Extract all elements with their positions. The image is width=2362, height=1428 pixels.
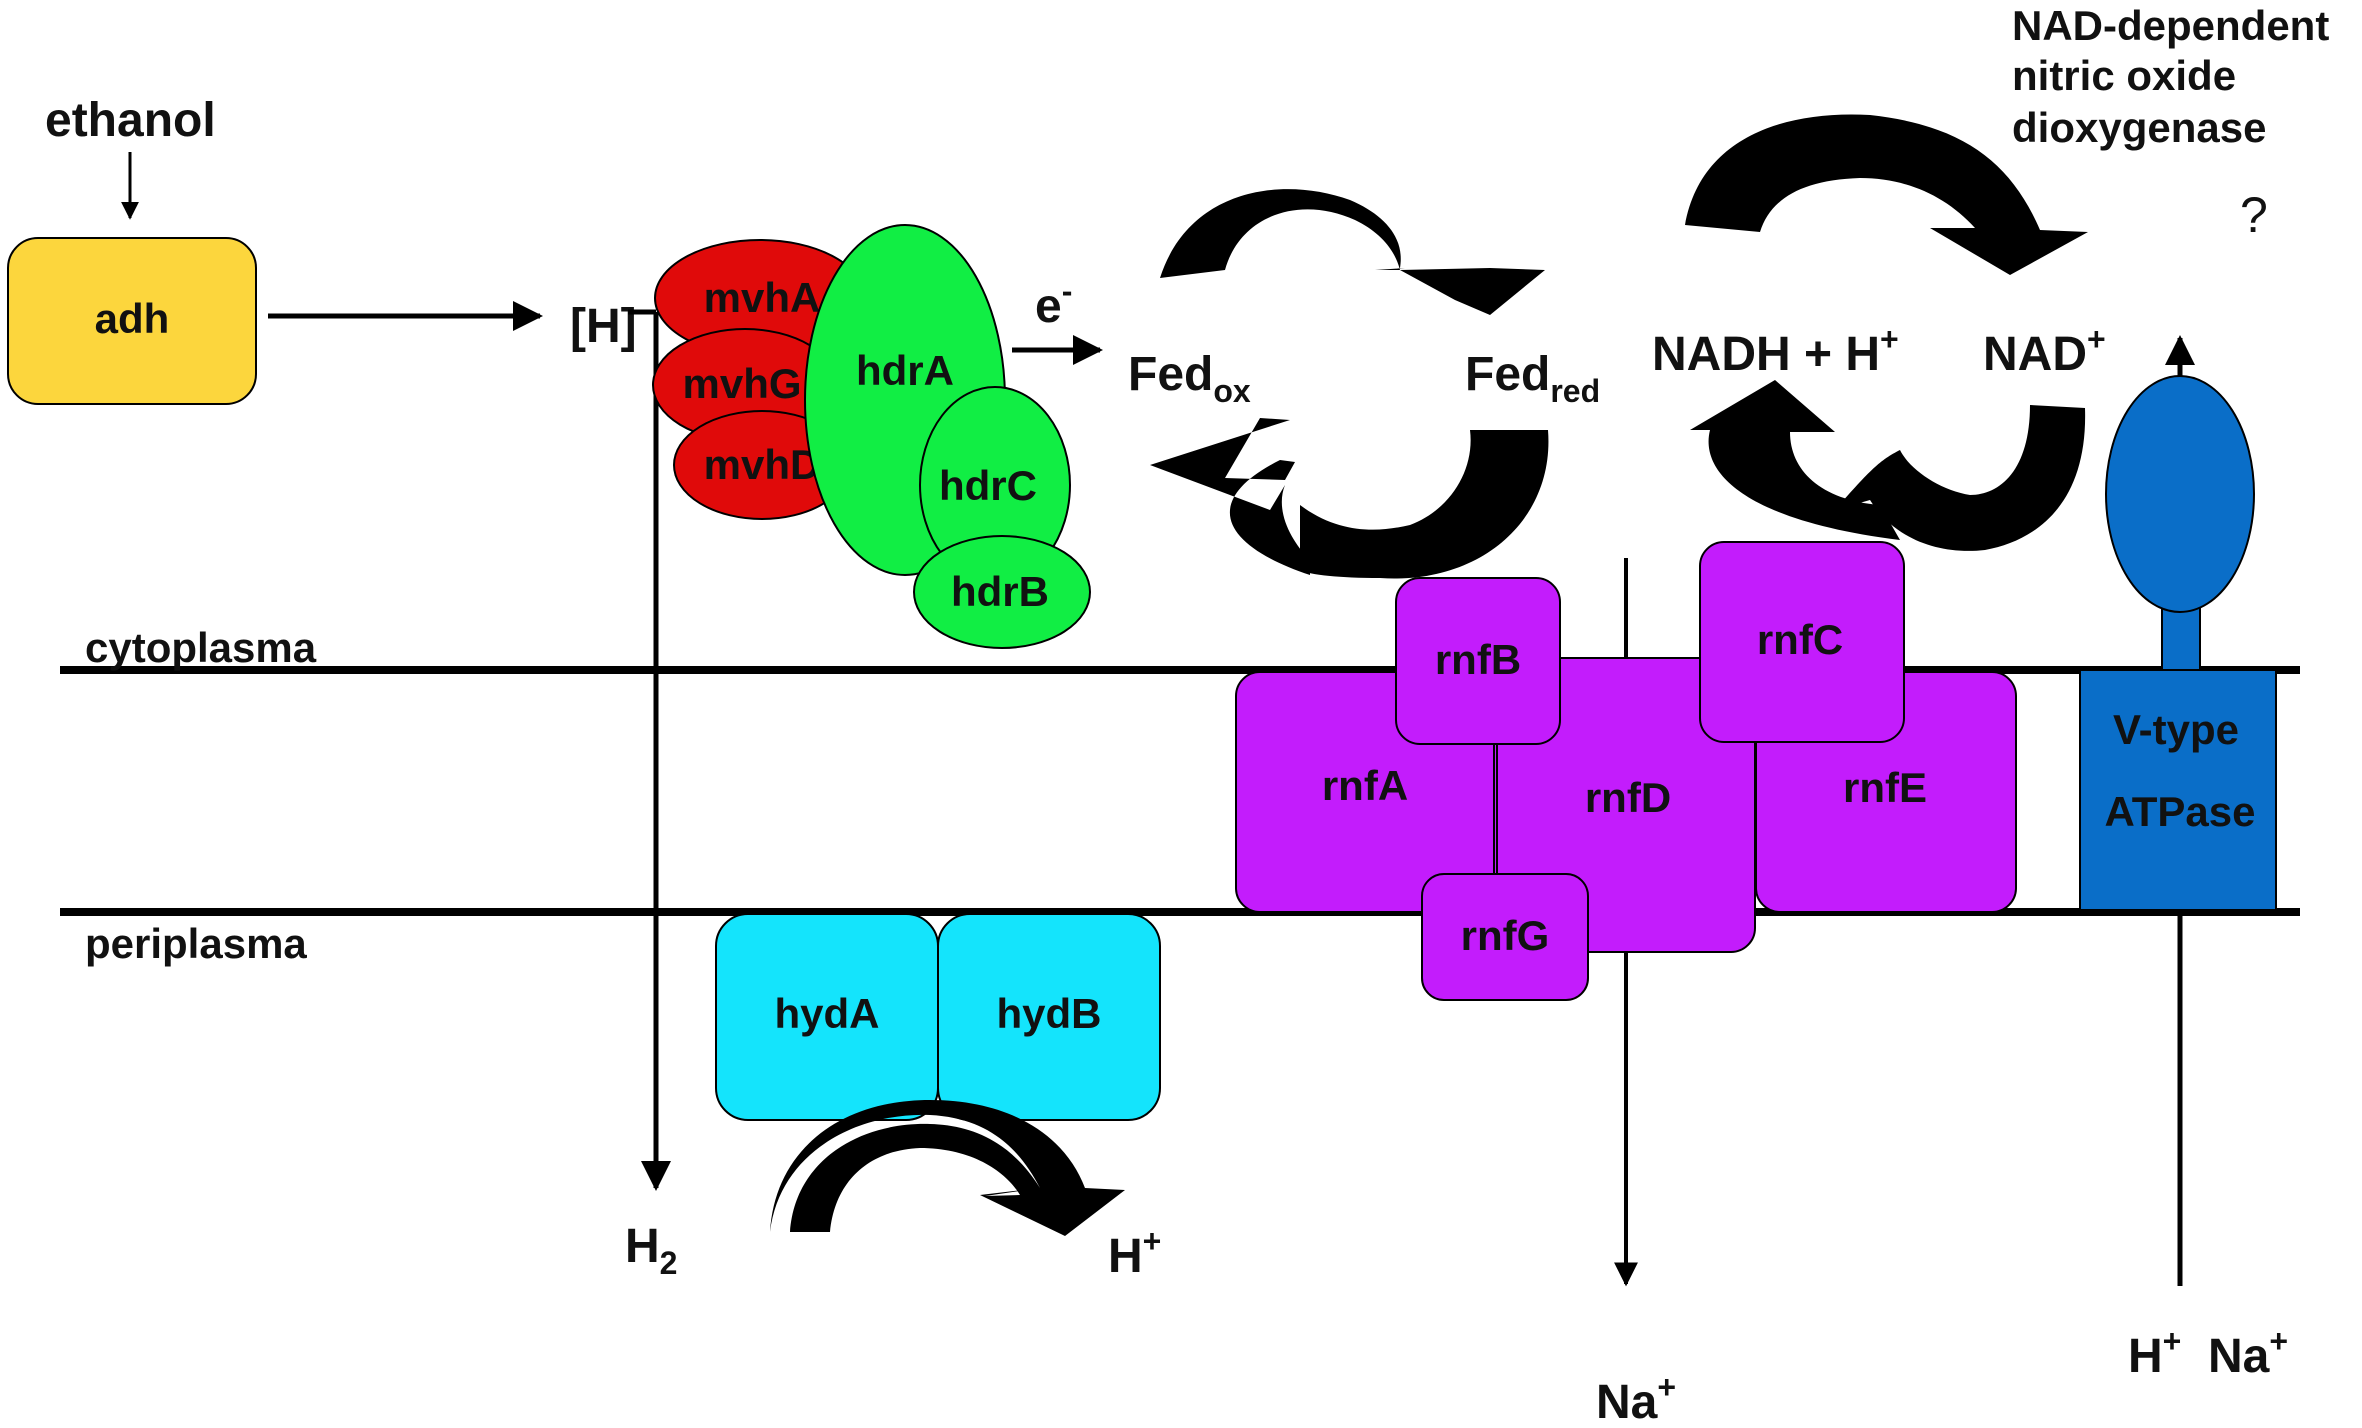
- hyd-proton-label: H+: [1108, 1223, 1161, 1283]
- atpase-body: [2079, 669, 2277, 911]
- mvhD-label: mvhD: [704, 441, 821, 488]
- fed-cycle-bottom-left-arrow: [1150, 418, 1310, 575]
- mvhA-label: mvhA: [704, 274, 821, 321]
- annotation-line2: nitric oxide: [2012, 52, 2236, 99]
- adh-label: adh: [95, 295, 170, 342]
- nad-cycle-top-arrow: [1685, 114, 2088, 276]
- atpase-stalk: [2161, 607, 2201, 673]
- rnfC-box: [1699, 541, 1905, 743]
- hydB-label: hydB: [997, 990, 1102, 1037]
- atpase-proton-label: H+: [2128, 1323, 2181, 1383]
- nad-cycle-bottom-arrow: [1835, 405, 2086, 551]
- rnfD-label: rnfD: [1585, 774, 1671, 821]
- annotation-line3: dioxygenase: [2012, 104, 2266, 151]
- atpase-label-line2: ATPase: [2105, 788, 2256, 835]
- fed-red-label: Fedred: [1465, 348, 1600, 409]
- h-equivalent-label: [H]: [570, 300, 637, 353]
- hyd-curved-arrow: [770, 1100, 1125, 1236]
- rnfE-label: rnfE: [1843, 764, 1927, 811]
- fed-cycle-top-arrow: [1160, 189, 1545, 315]
- rnfG-label: rnfG: [1461, 912, 1550, 959]
- electron-label: e-: [1035, 273, 1072, 333]
- atpase-sodium-label: Na+: [2208, 1323, 2288, 1383]
- atpase-head: [2105, 375, 2255, 613]
- rnfA-label: rnfA: [1322, 762, 1408, 809]
- rnfC-label: rnfC: [1757, 616, 1843, 663]
- cytoplasma-label: cytoplasma: [85, 624, 317, 671]
- hdrC-label: hdrC: [939, 462, 1037, 509]
- hydB-box: [937, 913, 1161, 1121]
- nad-label: NAD+: [1983, 321, 2106, 381]
- h2-label: H2: [625, 1220, 677, 1281]
- rnfB-label: rnfB: [1435, 636, 1521, 683]
- annotation-line1: NAD-dependent: [2012, 2, 2329, 49]
- hdrB-ellipse: [913, 535, 1091, 649]
- mvhG-label: mvhG: [682, 360, 801, 407]
- adh-box: [7, 237, 257, 405]
- rnfB-box: [1395, 577, 1561, 745]
- nad-cycle-left-arrow: [1690, 380, 1900, 540]
- sodium-label: Na+: [1596, 1369, 1676, 1428]
- fed-ox-label: Fedox: [1128, 348, 1251, 409]
- hdrB-label: hdrB: [951, 568, 1049, 615]
- hdrA-label: hdrA: [856, 347, 954, 394]
- fed-cycle-bottom-arrow: [1300, 430, 1549, 579]
- question-mark: ?: [2240, 187, 2268, 243]
- rnfG-box: [1421, 873, 1589, 1001]
- nadh-label: NADH + H+: [1652, 321, 1899, 381]
- ethanol-label: ethanol: [45, 94, 216, 147]
- periplasma-label: periplasma: [85, 920, 307, 967]
- atpase-label-line1: V-type: [2113, 706, 2239, 753]
- hydA-label: hydA: [775, 990, 880, 1037]
